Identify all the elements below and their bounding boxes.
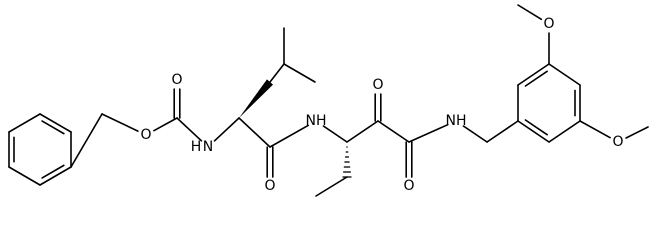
- atom-label-o_me1: O: [612, 134, 623, 150]
- bond-ar1-ar2-inner: [524, 119, 548, 136]
- atom-label-o_carb: O: [171, 72, 182, 88]
- bond-cg_leu-cd2_leu: [283, 63, 316, 83]
- bond-ar2-ar3: [548, 120, 581, 143]
- bond-ar5-ar6: [517, 63, 550, 86]
- bond-c_keto-c_amide: [377, 120, 410, 143]
- bond-ph6-ph1: [8, 166, 41, 186]
- atom-label-o_amide: O: [403, 178, 414, 194]
- bond-c_amide-n3: [408, 123, 449, 143]
- bond-c_carb-n1: [176, 117, 203, 142]
- bond-ph2-ch2bn: [70, 113, 103, 168]
- bond-ph3-ph4: [39, 113, 72, 133]
- bond-c_leu-n2: [269, 124, 309, 148]
- bond-o_me1-me1: [625, 126, 649, 139]
- molecule-structure: O O NH O NH O O NH O O: [8, 4, 649, 197]
- atom-label-n3: NH: [446, 113, 467, 129]
- bond-ph4-ph5: [8, 113, 41, 133]
- bond-ca_leu-c_leu: [238, 117, 271, 148]
- atom-o_carb: O: [171, 72, 182, 88]
- bond-ar4-ar5: [548, 63, 581, 86]
- bond-n3-ch2_ar: [462, 125, 488, 143]
- atom-o_me2: O: [543, 16, 554, 32]
- bond-o_ester-c_carb: [153, 117, 178, 132]
- bond-ca_2-c_keto: [346, 120, 379, 143]
- bond-ch2bn-o_ester: [101, 113, 139, 132]
- bond-n2-ca_2: [322, 125, 348, 143]
- atom-label-o_me2: O: [543, 16, 554, 32]
- bonds-layer: [8, 4, 649, 197]
- bond-cb_2-cg_2: [315, 176, 348, 197]
- atom-label-o_leu: O: [264, 178, 275, 194]
- atom-sublabel-n1: H: [191, 139, 202, 155]
- bond-ar5-ar6-inner: [524, 70, 548, 87]
- atom-label-n2: NH: [306, 113, 327, 129]
- bond-ph1-ph2-inner: [41, 164, 65, 179]
- bond-ph3-ph4-inner: [41, 120, 65, 135]
- atom-o_leu: O: [264, 178, 275, 194]
- bond-ar1-ar2: [517, 120, 550, 143]
- atom-o_amide: O: [403, 178, 414, 194]
- atom-o_ester: O: [140, 127, 151, 143]
- atom-n2: NH: [306, 113, 327, 129]
- bond-ph1-ph2: [39, 166, 72, 186]
- bond-ca_leu-cb_leu-wedge: [239, 79, 274, 118]
- atom-label-o_ester: O: [140, 127, 151, 143]
- atom-o_keto: O: [372, 77, 383, 93]
- atom-labels-layer: O O NH O NH O O NH O O: [140, 16, 623, 194]
- bond-ch2_ar-ar1: [486, 120, 519, 143]
- atom-label-n1: N: [203, 139, 213, 155]
- bond-o_me2-me2: [517, 4, 543, 21]
- bond-n1-ca_leu: [213, 117, 240, 142]
- atom-n3: NH: [446, 113, 467, 129]
- bond-ar3-o_me1: [579, 120, 611, 139]
- bond-cb_leu-cg_leu: [269, 63, 285, 83]
- atom-label-o_keto: O: [372, 77, 383, 93]
- atom-n1: NH: [191, 139, 214, 155]
- atom-o_me1: O: [612, 134, 623, 150]
